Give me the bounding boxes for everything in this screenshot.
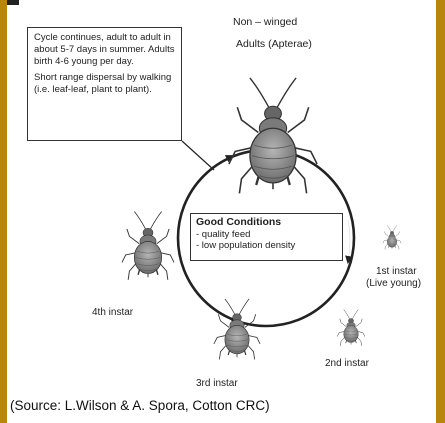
instar-3-label: 3rd instar <box>196 378 238 389</box>
note-dispersal-text: Short range dispersal by walking (i.e. l… <box>34 72 175 96</box>
instar-1-sublabel: (Live young) <box>366 278 421 289</box>
instar-4-label: 4th instar <box>92 307 133 318</box>
non-winged-label: Non – winged <box>233 16 297 28</box>
adults-label: Adults (Apterae) <box>236 38 312 50</box>
conditions-box: Good Conditions - quality feed - low pop… <box>190 213 343 261</box>
cycle-arrow-right <box>348 220 350 262</box>
instar-1-label: 1st instar <box>376 266 417 277</box>
note-box: Cycle continues, adult to adult in about… <box>27 27 182 141</box>
aphid-3rd-instar-icon <box>214 299 260 360</box>
conditions-item-density: - low population density <box>196 240 337 251</box>
source-caption: (Source: L.Wilson & A. Spora, Cotton CRC… <box>10 398 270 413</box>
aphid-1st-instar-icon <box>383 225 401 249</box>
aphid-adult-icon <box>229 78 317 193</box>
note-cycle-text: Cycle continues, adult to adult in about… <box>34 32 175 68</box>
conditions-item-feed: - quality feed <box>196 229 337 240</box>
instar-2-label: 2nd instar <box>325 358 369 369</box>
conditions-title: Good Conditions <box>196 217 337 228</box>
note-pointer-line <box>182 141 214 170</box>
aphid-2nd-instar-icon <box>337 310 365 346</box>
aphid-4th-instar-icon <box>122 212 174 280</box>
